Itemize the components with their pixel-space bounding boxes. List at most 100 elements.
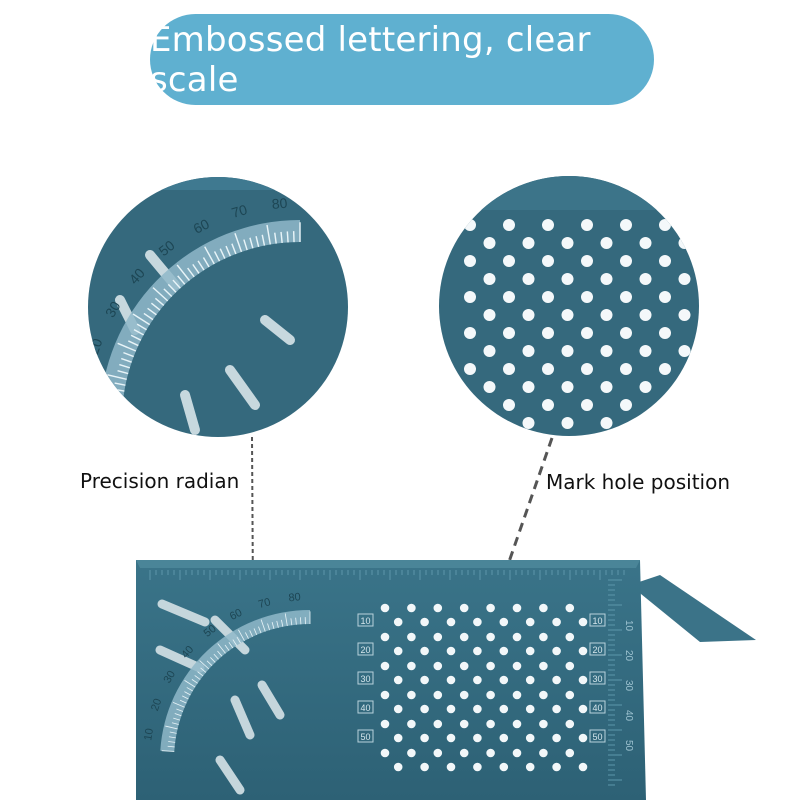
marking-hole bbox=[552, 646, 561, 656]
marking-hole bbox=[525, 675, 535, 685]
marking-hole bbox=[473, 646, 482, 656]
arc-tick bbox=[202, 257, 210, 268]
marking-hole bbox=[483, 237, 496, 249]
marking-hole bbox=[542, 399, 554, 411]
edge-number: 40 bbox=[623, 710, 634, 722]
marking-hole bbox=[393, 675, 403, 685]
arc-tick bbox=[276, 620, 279, 628]
arc-tick bbox=[119, 363, 131, 369]
marking-hole bbox=[486, 748, 495, 758]
marking-hole bbox=[522, 237, 535, 249]
arc-tick bbox=[284, 613, 288, 626]
marking-hole bbox=[620, 399, 632, 411]
arc-tick bbox=[244, 632, 249, 639]
marking-hole bbox=[565, 661, 575, 671]
arc-tick bbox=[121, 357, 132, 363]
marking-hole bbox=[522, 309, 535, 321]
marking-hole bbox=[578, 733, 588, 743]
arc-tick bbox=[238, 629, 245, 642]
marking-hole bbox=[407, 748, 416, 758]
marking-hole bbox=[420, 646, 429, 656]
ruler-plate bbox=[136, 560, 646, 800]
arc-tick bbox=[261, 234, 266, 246]
marking-hole bbox=[464, 327, 476, 339]
marking-hole bbox=[600, 237, 613, 249]
arc-tick bbox=[199, 660, 210, 670]
marking-hole bbox=[578, 617, 588, 627]
arc-tick bbox=[274, 232, 277, 244]
marking-hole bbox=[525, 733, 535, 743]
arc-tick bbox=[210, 657, 216, 663]
arc-tick bbox=[172, 279, 181, 289]
arc-slot bbox=[157, 599, 210, 627]
marking-hole bbox=[539, 690, 548, 700]
marking-hole bbox=[499, 675, 509, 685]
marking-hole bbox=[678, 309, 691, 321]
marking-hole bbox=[620, 327, 632, 339]
marking-hole bbox=[525, 646, 535, 656]
marking-hole bbox=[561, 273, 574, 285]
marking-hole bbox=[380, 661, 390, 671]
marking-hole bbox=[407, 719, 416, 729]
arc-tick bbox=[147, 307, 157, 316]
arc-tick bbox=[112, 394, 124, 398]
row-label-box bbox=[357, 642, 374, 656]
marking-hole bbox=[542, 255, 554, 267]
arc-slot bbox=[155, 645, 205, 673]
arc-number: 10 bbox=[76, 377, 94, 395]
callout-label-mark-hole-position: Mark hole position bbox=[546, 470, 731, 494]
arc-tick bbox=[204, 246, 215, 265]
arc-tick bbox=[255, 236, 260, 248]
arc-tick bbox=[179, 699, 187, 704]
arc-tick bbox=[271, 622, 275, 629]
marking-hole bbox=[522, 417, 535, 429]
marking-hole bbox=[565, 603, 575, 613]
arc-tick bbox=[128, 340, 139, 347]
arc-band bbox=[160, 610, 310, 752]
marking-hole bbox=[578, 762, 588, 772]
arc-tick bbox=[168, 741, 176, 743]
arc-tick bbox=[167, 745, 175, 748]
arc-slot bbox=[215, 755, 245, 795]
arc-tick bbox=[290, 618, 293, 626]
row-label-box bbox=[589, 613, 606, 627]
marking-hole bbox=[639, 345, 652, 357]
marking-hole bbox=[459, 748, 469, 758]
row-label-box bbox=[589, 700, 606, 714]
row-label-box bbox=[357, 700, 374, 714]
row-label-box bbox=[589, 729, 606, 743]
marking-hole bbox=[552, 704, 561, 714]
arc-slot bbox=[180, 390, 200, 435]
edge-number: 20 bbox=[623, 650, 634, 662]
arc-tick bbox=[243, 239, 248, 251]
marking-hole bbox=[581, 219, 593, 231]
marking-hole bbox=[512, 748, 522, 758]
marking-hole bbox=[578, 704, 588, 714]
arc-tick bbox=[286, 231, 289, 243]
arc-tick bbox=[130, 334, 142, 341]
marking-hole bbox=[561, 417, 574, 429]
marking-hole bbox=[578, 675, 588, 685]
ruler-side-flange bbox=[630, 575, 756, 642]
marking-hole bbox=[380, 719, 390, 729]
marking-hole bbox=[620, 219, 632, 231]
arc-tick bbox=[200, 667, 207, 673]
marking-hole bbox=[659, 327, 671, 339]
arc-tick bbox=[176, 708, 184, 712]
marking-hole bbox=[678, 345, 691, 357]
arc-tick bbox=[232, 639, 237, 646]
marking-hole bbox=[678, 417, 691, 429]
arc-tick bbox=[167, 283, 177, 293]
arc-number: 10 bbox=[142, 728, 156, 742]
arc-number: 70 bbox=[230, 201, 250, 221]
arc-number: 80 bbox=[288, 591, 301, 604]
row-label: 10 bbox=[360, 616, 370, 626]
marking-hole bbox=[512, 632, 522, 642]
marking-hole bbox=[542, 327, 554, 339]
marking-hole bbox=[639, 237, 652, 249]
marking-hole bbox=[433, 603, 443, 613]
marking-hole bbox=[552, 675, 561, 685]
marking-hole bbox=[512, 719, 522, 729]
